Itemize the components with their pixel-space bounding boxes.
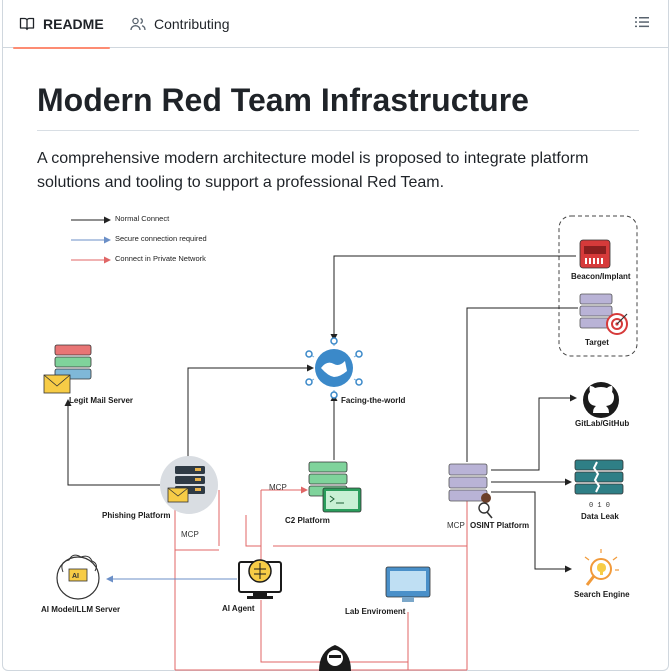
tab-bar: README Contributing — [3, 0, 668, 49]
label-gitlab: GitLab/GitHub — [575, 419, 629, 428]
label-ai-model: AI Model/LLM Server — [41, 605, 120, 614]
title-divider — [37, 130, 639, 131]
label-c2: C2 Platform — [285, 516, 330, 525]
c2-platform-icon — [308, 461, 362, 513]
tab-contributing-label: Contributing — [154, 16, 230, 32]
ai-model-icon: AI — [56, 554, 100, 600]
world-network-icon — [305, 337, 363, 399]
svg-text:AI: AI — [72, 573, 79, 580]
label-beacon: Beacon/Implant — [571, 272, 631, 281]
label-phishing: Phishing Platform — [102, 511, 170, 520]
normal-connectors — [64, 255, 578, 573]
tab-contributing[interactable]: Contributing — [130, 0, 230, 48]
github-icon — [583, 382, 619, 418]
data-leak-icon: 0 1 0 — [574, 459, 624, 510]
book-icon — [19, 16, 35, 32]
tab-readme[interactable]: README — [13, 0, 110, 49]
phishing-platform-icon — [160, 456, 218, 514]
people-icon — [130, 16, 146, 32]
label-target: Target — [585, 338, 609, 347]
operator-hacker-icon — [319, 645, 351, 671]
label-mail-server: Legit Mail Server — [69, 396, 133, 405]
label-mcp-c2: MCP — [269, 483, 287, 492]
target-icon — [579, 293, 628, 335]
mail-server-icon — [43, 344, 92, 394]
label-facing-world: Facing-the-world — [341, 396, 406, 405]
label-mcp-phishing: MCP — [181, 530, 199, 539]
search-engine-icon — [584, 549, 619, 586]
architecture-diagram: Normal Connect Secure connection require… — [41, 214, 638, 671]
legend-normal: Normal Connect — [115, 214, 170, 223]
target-zone — [558, 215, 638, 357]
label-osint: OSINT Platform — [470, 521, 529, 530]
legend: Normal Connect Secure connection require… — [71, 214, 207, 264]
legend-secure: Secure connection required — [115, 234, 207, 243]
label-lab: Lab Enviroment — [345, 607, 406, 616]
label-mcp-osint: MCP — [447, 521, 465, 530]
ai-agent-icon — [238, 559, 282, 599]
legend-private: Connect in Private Network — [115, 254, 206, 263]
beacon-icon — [579, 239, 611, 269]
outline-list-button[interactable] — [632, 14, 652, 34]
page-title: Modern Red Team Infrastructure — [37, 82, 529, 118]
binary-digits: 0 1 0 — [589, 502, 610, 510]
intro-paragraph: A comprehensive modern architecture mode… — [37, 150, 589, 191]
lab-environment-icon — [385, 566, 431, 602]
label-search-engine: Search Engine — [574, 590, 630, 599]
label-data-leak: Data Leak — [581, 512, 619, 521]
tab-readme-label: README — [43, 16, 104, 32]
list-icon — [634, 14, 650, 35]
label-ai-agent: AI Agent — [222, 604, 255, 613]
osint-platform-icon — [448, 463, 493, 519]
